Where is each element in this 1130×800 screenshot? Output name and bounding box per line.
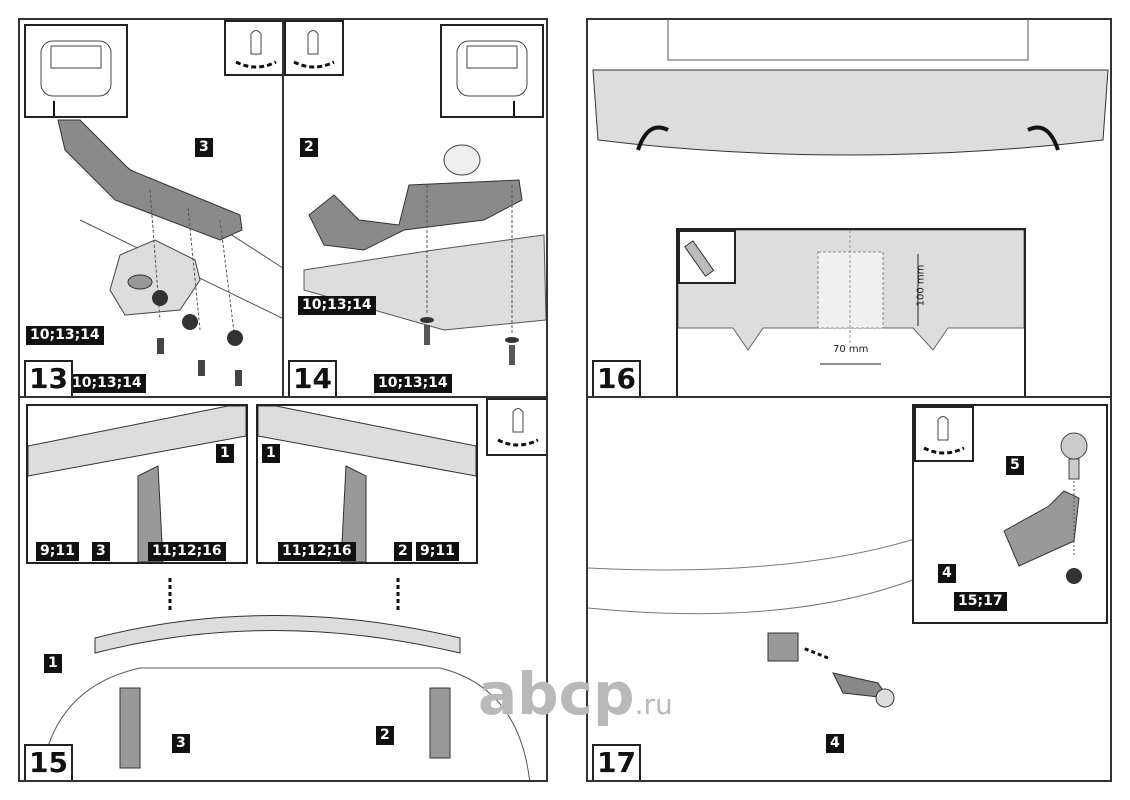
part-label: 2 [300, 138, 318, 157]
part-label: 3 [195, 138, 213, 157]
step-16-illustration [592, 20, 1109, 156]
step-number: 16 [592, 360, 641, 396]
width-dimension: 70 mm [833, 344, 869, 355]
cutout-detail-inset: 70 mm 100 mm [676, 228, 1026, 396]
fastener-label: 11;12;16 [278, 542, 356, 561]
step-number: 13 [24, 360, 73, 396]
car-rear-view-icon [440, 24, 544, 118]
left-detail-inset: 1 9;11 3 11;12;16 [26, 404, 248, 564]
fastener-label: 10;13;14 [68, 374, 146, 393]
step-16-panel: 70 mm 100 mm 16 [586, 18, 1112, 398]
fastener-label: 11;12;16 [148, 542, 226, 561]
step-13-illustration [57, 119, 282, 386]
step-number: 17 [592, 744, 641, 780]
torque-wrench-icon [224, 20, 282, 76]
part-label: 3 [172, 734, 190, 753]
step-17-panel: 5 4 15;17 4 17 [586, 396, 1112, 782]
part-label: 1 [216, 444, 234, 463]
watermark-suffix: .ru [634, 688, 673, 721]
height-dimension: 100 mm [915, 264, 927, 307]
part-label: 2 [376, 726, 394, 745]
part-label: 2 [394, 542, 412, 561]
step-15-illustration [40, 578, 530, 780]
fastener-label: 9;11 [416, 542, 459, 561]
part-label: 1 [262, 444, 280, 463]
torque-wrench-icon [284, 20, 344, 76]
fastener-label: 10;13;14 [374, 374, 452, 393]
watermark-main: abcp [478, 660, 635, 728]
step-13-panel: 3 10;13;14 10;13;14 13 [18, 18, 284, 398]
step-15-panel: 1 9;11 3 11;12;16 1 11;12;16 2 9;11 1 3 … [18, 396, 548, 782]
part-label: 4 [826, 734, 844, 753]
part-label: 5 [1006, 456, 1024, 475]
part-label: 3 [92, 542, 110, 561]
step-number: 15 [24, 744, 73, 780]
fastener-label: 9;11 [36, 542, 79, 561]
fastener-label: 10;13;14 [298, 296, 376, 315]
watermark: abcp.ru [478, 660, 673, 728]
part-label: 4 [938, 564, 956, 583]
car-rear-view-icon [24, 24, 128, 118]
torque-wrench-icon [914, 406, 974, 462]
ball-mount-detail-inset: 5 4 15;17 [912, 404, 1108, 624]
step-14-panel: 2 10;13;14 10;13;14 14 [282, 18, 548, 398]
fastener-label: 10;13;14 [26, 326, 104, 345]
right-detail-inset: 1 11;12;16 2 9;11 [256, 404, 478, 564]
fastener-label: 15;17 [954, 592, 1007, 611]
step-17-illustration [588, 537, 919, 708]
utility-knife-icon [678, 230, 736, 284]
torque-wrench-icon [486, 398, 546, 456]
part-label: 1 [44, 654, 62, 673]
step-number: 14 [288, 360, 337, 396]
